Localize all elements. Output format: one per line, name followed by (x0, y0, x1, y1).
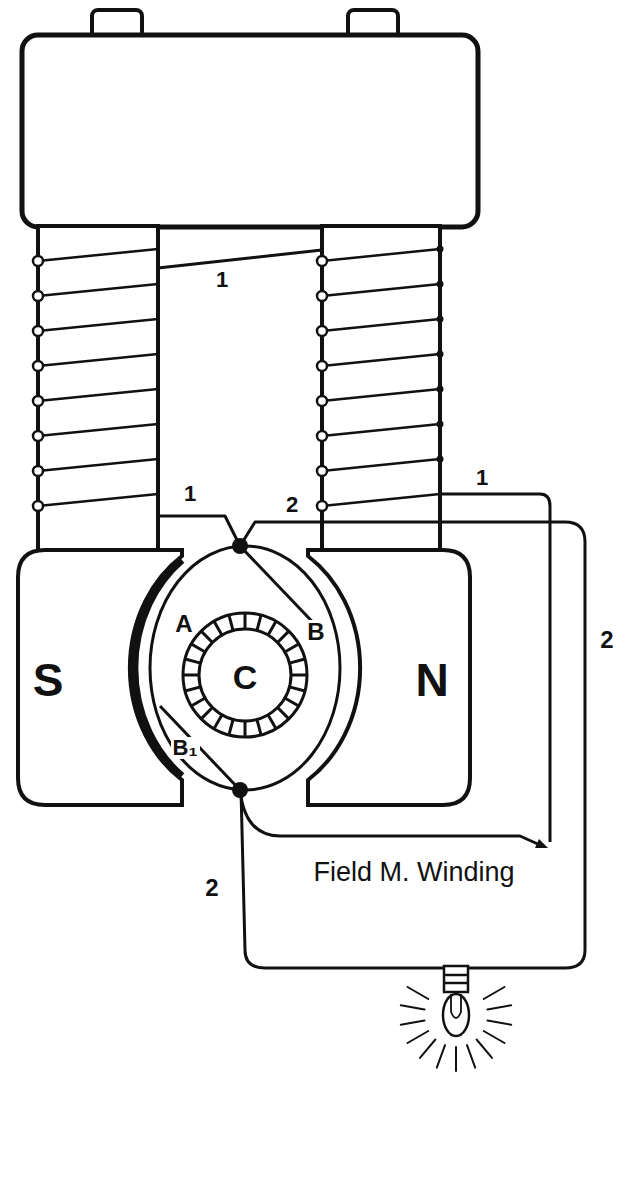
commutator-letter: C (233, 660, 258, 694)
commutator-segment (257, 719, 261, 734)
terminal-dot (232, 782, 248, 798)
commutator-segment (191, 698, 205, 706)
commutator-segment (229, 719, 233, 734)
commutator-hub (199, 629, 291, 721)
light-ray (484, 1031, 505, 1043)
wire-dot (437, 316, 444, 323)
commutator-segment (285, 698, 299, 706)
light-ray (420, 1040, 435, 1058)
wire-end (317, 291, 327, 301)
light-ray (401, 1005, 425, 1009)
armature (150, 546, 340, 790)
field-core (322, 226, 440, 552)
commutator-segment (278, 631, 289, 642)
commutator-ring (183, 613, 307, 737)
light-ray (401, 1021, 425, 1025)
pole-letter: S (33, 657, 64, 703)
commutator-segment (244, 721, 247, 737)
light-ray (408, 1031, 429, 1043)
winding-label: Field M. Winding (311, 859, 516, 886)
commutator-segment (214, 715, 222, 729)
wire-end (33, 291, 43, 301)
field-wire (158, 516, 240, 546)
commutator-segment (289, 659, 304, 663)
commutator-segment (268, 715, 276, 729)
light-ray (467, 1045, 475, 1068)
lamp-socket-ridge (444, 975, 468, 983)
terminal-dot (232, 538, 248, 554)
commutator-segment (183, 674, 199, 677)
commutator-segment (291, 674, 307, 677)
callout-number: 2 (598, 628, 615, 652)
wire-end (317, 326, 327, 336)
pole-piece: N (303, 548, 473, 808)
commutator-segment (185, 687, 200, 691)
wire-end (317, 256, 327, 266)
light-ray (488, 1005, 512, 1009)
callout-number: 2 (203, 876, 220, 900)
commutator-segment (191, 644, 205, 652)
commutator-segment (214, 621, 222, 635)
callout-number: 1 (182, 483, 198, 505)
callout-number: 2 (284, 494, 300, 516)
wire-end (317, 501, 327, 511)
wire-end (33, 466, 43, 476)
commutator-segment (278, 708, 289, 719)
wire-end (33, 396, 43, 406)
wire-end (33, 326, 43, 336)
commutator: C (180, 610, 310, 740)
wire-end (33, 501, 43, 511)
wire-dot (437, 456, 444, 463)
wire-dot (437, 281, 444, 288)
light-ray (455, 1047, 457, 1071)
light-ray (477, 1040, 492, 1058)
commutator-segment (201, 708, 212, 719)
callout-number: 1 (214, 269, 230, 291)
wire-end (317, 431, 327, 441)
wire-end (33, 361, 43, 371)
part-letter: A (173, 612, 194, 636)
brush-letter: B (305, 620, 326, 644)
pole-shoe (18, 550, 182, 805)
wire-end (317, 396, 327, 406)
yoke (22, 35, 478, 227)
wire-end (317, 466, 327, 476)
wire-dot (437, 421, 444, 428)
callout-number: 1 (474, 467, 490, 489)
pole-piece: S (18, 548, 184, 808)
commutator-segment (244, 613, 247, 629)
commutator-segment (289, 687, 304, 691)
coil-winding (322, 249, 440, 506)
lamp-filament (451, 994, 461, 1018)
pole-letter: N (415, 657, 448, 703)
field-wire (158, 250, 322, 268)
commutator-segment (268, 621, 276, 635)
wire-end (33, 431, 43, 441)
commutator-segment (201, 631, 212, 642)
wire-dot (437, 351, 444, 358)
commutator-segment (229, 615, 233, 630)
light-ray (408, 987, 429, 999)
light-ray (488, 1021, 512, 1025)
lamp-bulb (443, 994, 469, 1036)
coil-winding (38, 249, 158, 506)
arrowhead (535, 839, 548, 848)
commutator-segment (257, 615, 261, 630)
field-core (38, 226, 158, 552)
wire-end (33, 256, 43, 266)
commutator-segment (285, 644, 299, 652)
light-ray (437, 1045, 445, 1068)
pole-shoe (308, 550, 470, 805)
wire-dot (437, 386, 444, 393)
wire-dot (437, 246, 444, 253)
brush-letter: B₁ (171, 737, 200, 759)
light-ray (484, 987, 505, 999)
commutator-segment (185, 659, 200, 663)
wire-end (317, 361, 327, 371)
lamp-socket (444, 966, 468, 992)
